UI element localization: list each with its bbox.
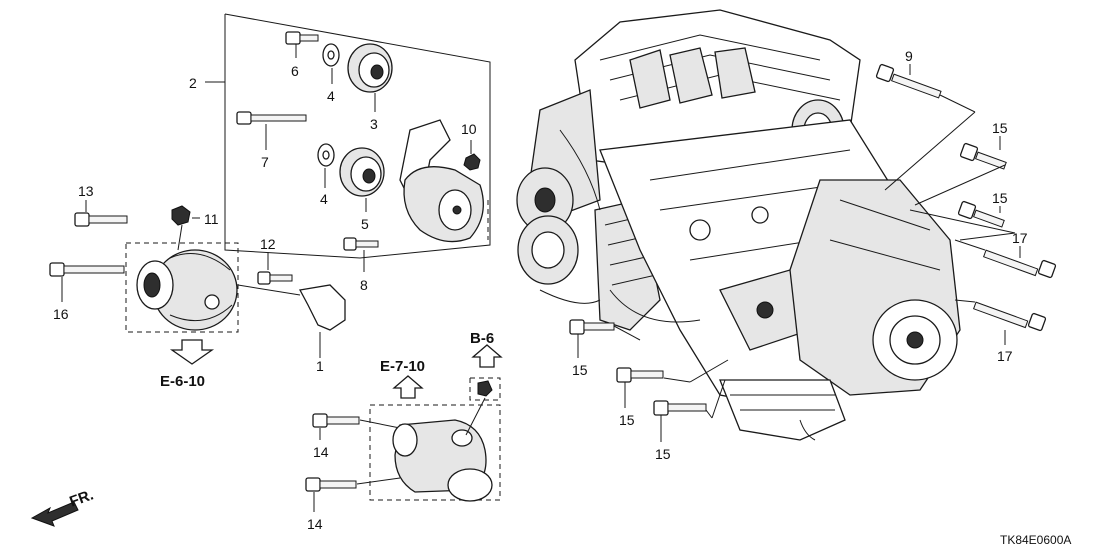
callout-8: 8 — [360, 277, 368, 293]
callout-14-bottom: 14 — [307, 516, 323, 532]
bolt-9 — [875, 63, 976, 191]
tensioner-assembly — [205, 13, 491, 259]
bolt-7 — [236, 111, 307, 125]
direction-label: FR. — [67, 486, 96, 510]
callout-16: 16 — [53, 306, 69, 322]
alternator — [136, 249, 238, 331]
arrow-up-b-6 — [471, 344, 503, 368]
callout-3: 3 — [370, 116, 378, 132]
bolt-15-b — [909, 200, 1016, 241]
bolt-12 — [257, 271, 293, 285]
nut-11 — [171, 205, 191, 251]
callout-12: 12 — [260, 236, 276, 252]
callout-6: 6 — [291, 63, 299, 79]
idler-pulley-3 — [347, 43, 393, 93]
callout-17-b: 17 — [997, 348, 1013, 364]
bolt-15-e — [653, 379, 726, 419]
callout-15-c: 15 — [572, 362, 588, 378]
arrow-up-e-7-10 — [392, 375, 424, 399]
callout-4-top: 4 — [327, 88, 335, 104]
bolt-13 — [74, 212, 128, 227]
callout-15-d: 15 — [619, 412, 635, 428]
idler-pulley-5 — [339, 147, 385, 197]
alternator-group — [49, 205, 346, 333]
bolt-17-b — [954, 299, 1047, 332]
callout-4-lower: 4 — [320, 191, 328, 207]
bolt-14-top — [312, 413, 360, 428]
nut-10 — [463, 153, 481, 171]
callout-7: 7 — [261, 154, 269, 170]
starter-group — [305, 377, 501, 502]
callout-2: 2 — [189, 75, 197, 91]
tensioner-body — [399, 119, 489, 243]
callout-15-e: 15 — [655, 446, 671, 462]
diagram-code: TK84E0600A — [1000, 533, 1071, 547]
ref-e-7-10[interactable]: E-7-10 — [380, 358, 425, 375]
callout-11: 11 — [204, 211, 219, 227]
callout-14-top: 14 — [313, 444, 329, 460]
callout-1: 1 — [316, 358, 324, 374]
bolt-6 — [285, 31, 319, 45]
callout-17-a: 17 — [1012, 230, 1028, 246]
engine-assembly — [516, 9, 961, 441]
ref-b-6[interactable]: B-6 — [470, 330, 494, 347]
arrow-down-e-6-10 — [169, 339, 215, 365]
callout-10: 10 — [461, 121, 477, 137]
reference-labels: E-6-10 E-7-10 B-6 — [160, 330, 494, 390]
callout-15-a: 15 — [992, 120, 1008, 136]
bolt-15-d — [616, 359, 729, 383]
leader-lines — [61, 44, 1021, 512]
bolt-8 — [343, 237, 379, 251]
callout-13: 13 — [78, 183, 94, 199]
bolt-15-a — [914, 142, 1007, 206]
starter-motor — [392, 419, 493, 502]
bolt-15-c — [569, 319, 641, 341]
bolt-17-a — [954, 239, 1057, 279]
callout-labels: 1 2 3 4 4 5 6 7 8 9 10 11 12 13 14 14 15… — [53, 48, 1028, 532]
callout-5: 5 — [361, 216, 369, 232]
ref-e-6-10[interactable]: E-6-10 — [160, 373, 205, 390]
callout-9: 9 — [905, 48, 913, 64]
callout-15-b: 15 — [992, 190, 1008, 206]
bolt-14-bottom — [305, 477, 357, 492]
bracket-1 — [299, 284, 346, 331]
bolt-16 — [49, 262, 125, 277]
front-direction-arrow-icon — [30, 501, 79, 527]
